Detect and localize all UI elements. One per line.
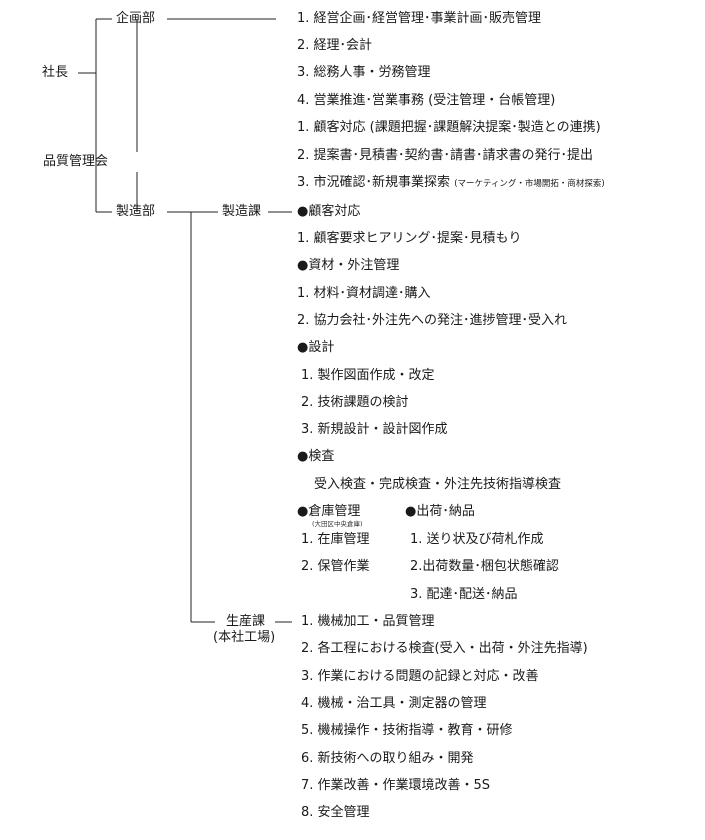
design-item: 2. 技術課題の検討	[301, 395, 409, 410]
warehouse-note: (大田区中央倉庫)	[312, 520, 363, 528]
design-item: 1. 製作図面作成・改定	[301, 368, 435, 383]
design-item: 3. 新規設計・設計図作成	[301, 422, 448, 437]
seisan-item: 6. 新技術への取り組み・開発	[301, 751, 474, 766]
materials-item: 1. 材料･資材調達･購入	[297, 286, 431, 301]
shipping-item: 1. 送り状及び荷札作成	[410, 532, 544, 547]
seisan-item: 3. 作業における問題の記録と対応・改善	[301, 669, 539, 684]
planning-duty-text: 3. 市況確認･新規事業探索	[297, 175, 451, 190]
materials-item: 2. 協力会社･外注先への発注･進捗管理･受入れ	[297, 313, 568, 328]
planning-duty-note: (マーケティング・市場開拓・商材探索)	[454, 179, 605, 189]
node-planning: 企画部	[116, 11, 156, 26]
inspection-text: 受入検査・完成検査・外注先技術指導検査	[314, 477, 562, 492]
planning-duty-item: 2. 提案書･見積書･契約書･請書･請求書の発行･提出	[297, 148, 594, 163]
shipping-header: ●出荷･納品	[405, 504, 475, 519]
node-factory-line2: (本社工場)	[213, 630, 276, 645]
planning-duty-item: 1. 経営企画･経営管理･事業計画･販売管理	[297, 11, 542, 26]
planning-duty-item: 3. 総務人事・労務管理	[297, 65, 431, 80]
seisan-item: 1. 機械加工・品質管理	[301, 614, 435, 629]
inspection-header: ●検査	[297, 449, 335, 464]
shipping-item: 2.出荷数量･梱包状態確認	[410, 559, 559, 574]
warehouse-item: 1. 在庫管理	[301, 532, 370, 547]
warehouse-item: 2. 保管作業	[301, 559, 370, 574]
seisan-item: 7. 作業改善・作業環境改善・5S	[301, 778, 491, 793]
node-manufacturing: 製造部	[116, 204, 156, 219]
seisan-item: 2. 各工程における検査(受入・出荷・外注先指導)	[301, 641, 588, 656]
seisan-item: 5. 機械操作・技術指導・教育・研修	[301, 723, 513, 738]
seisan-item: 4. 機械・治工具・測定器の管理	[301, 696, 487, 711]
planning-duty-item: 3. 市況確認･新規事業探索 (マーケティング・市場開拓・商材探索)	[297, 175, 605, 192]
customer-header: ●顧客対応	[297, 204, 361, 219]
design-header: ●設計	[297, 340, 335, 355]
planning-duty-item: 1. 顧客対応 (課題把握･課題解決提案･製造との連携)	[297, 120, 601, 135]
planning-duty-item: 4. 営業推進･営業事務 (受注管理・台帳管理)	[297, 93, 556, 108]
seisan-item: 8. 安全管理	[301, 805, 370, 820]
warehouse-header: ●倉庫管理	[297, 504, 361, 519]
materials-header: ●資材・外注管理	[297, 258, 400, 273]
shipping-item: 3. 配達･配送･納品	[410, 587, 518, 602]
node-president: 社長	[42, 65, 69, 80]
node-quality-council: 品質管理会	[43, 154, 109, 169]
node-factory-line1: 生産課	[226, 614, 266, 629]
customer-item: 1. 顧客要求ヒアリング･提案･見積もり	[297, 231, 522, 246]
planning-duty-item: 2. 経理･会計	[297, 38, 373, 53]
node-production-division: 製造課	[222, 204, 262, 219]
